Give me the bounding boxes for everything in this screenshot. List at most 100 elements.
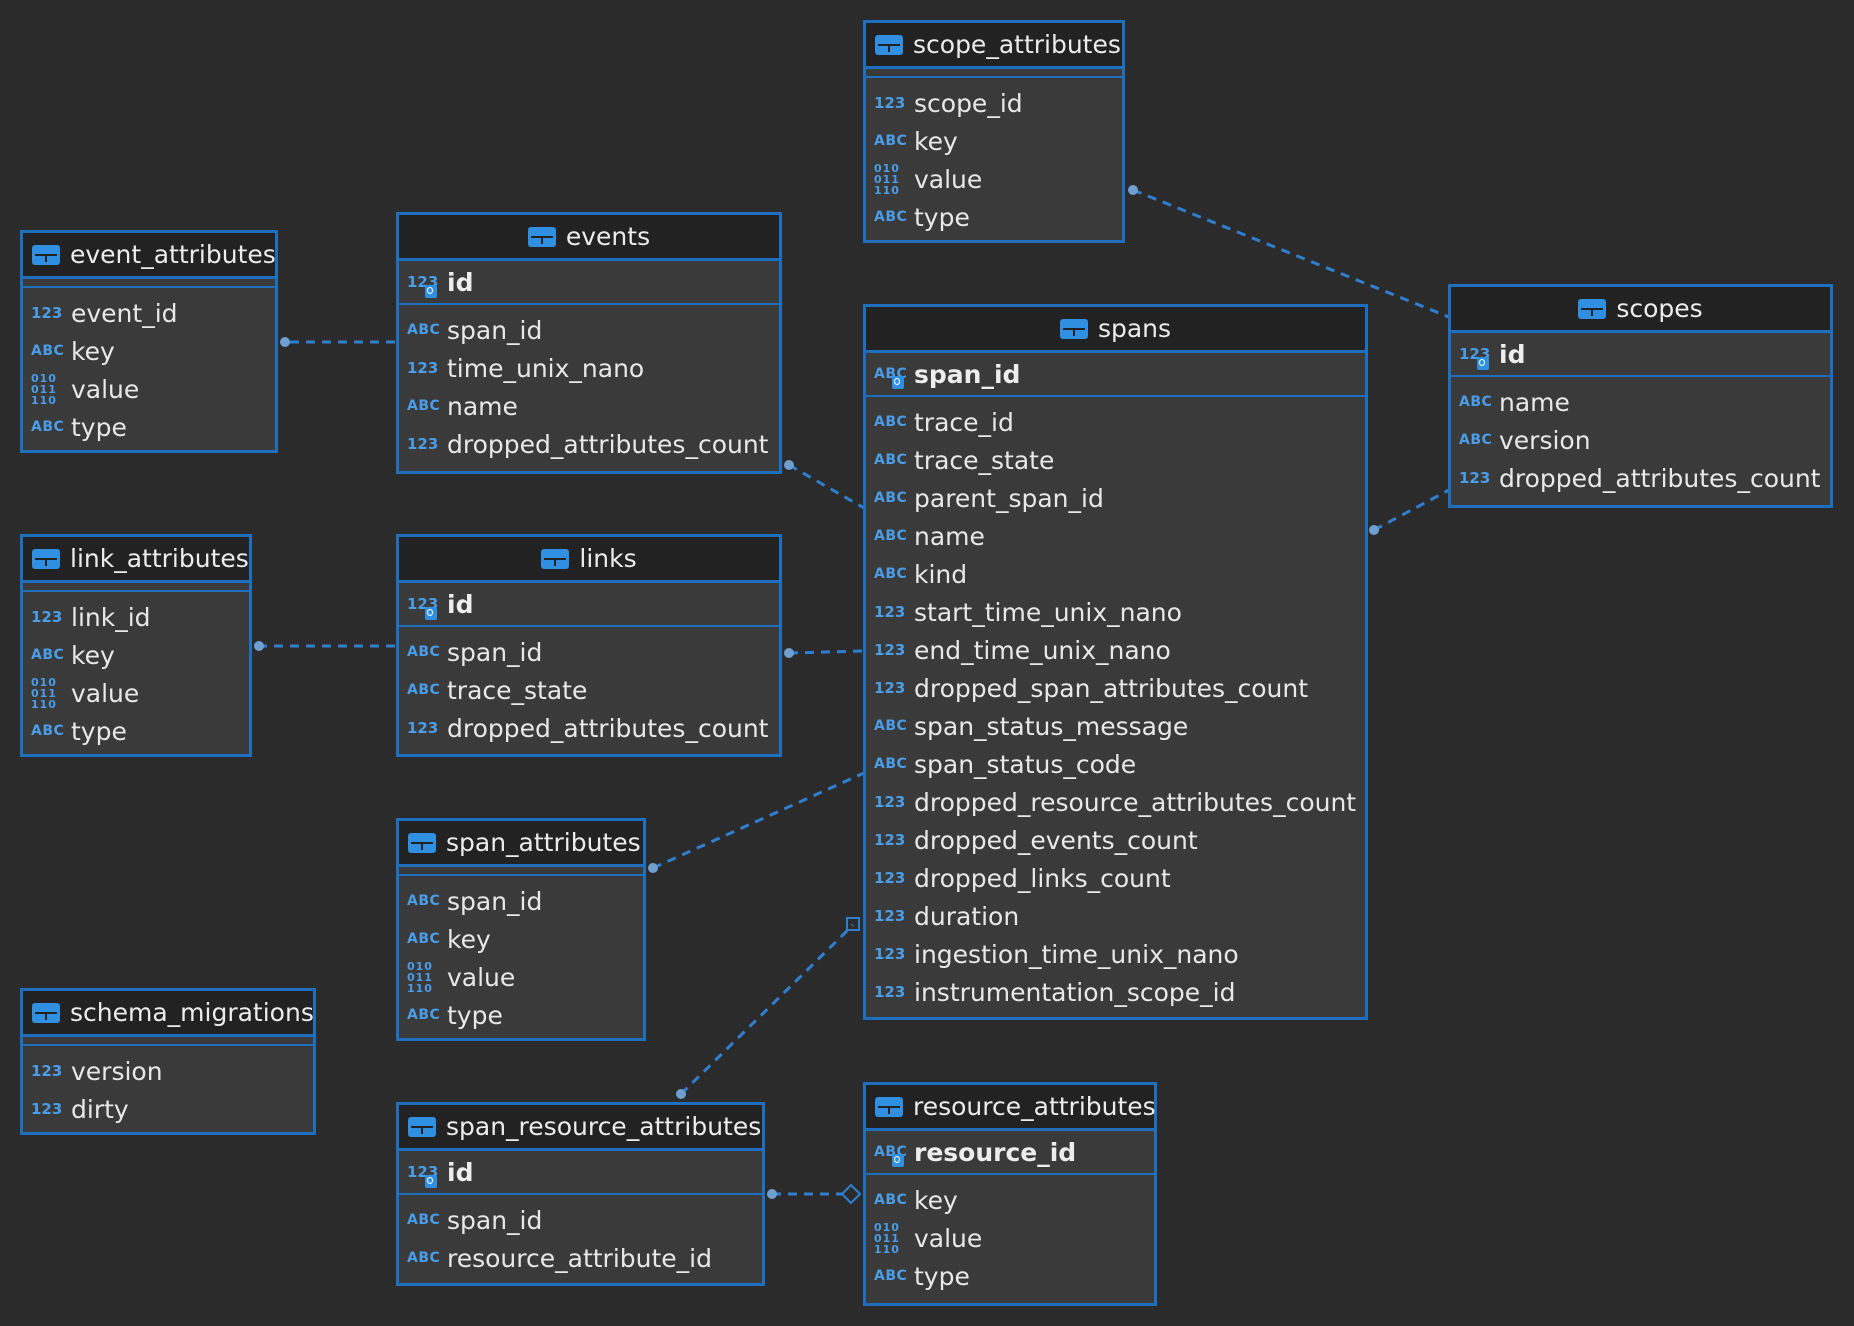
column-name: value	[71, 678, 140, 708]
table-icon	[875, 1096, 903, 1117]
table-header[interactable]: span_attributes	[399, 821, 643, 867]
primary-key-row[interactable]: 123 id	[399, 583, 779, 627]
string-type-icon: ABC	[407, 644, 441, 660]
column-name: key	[447, 924, 491, 954]
table-header[interactable]: span_resource_attributes	[399, 1105, 762, 1151]
table-title: resource_attributes	[913, 1092, 1156, 1121]
table-header[interactable]: schema_migrations	[23, 991, 314, 1037]
rel-span-resource-attributes-spans	[676, 917, 860, 1099]
table-icon	[541, 548, 570, 569]
rel-links-spans	[784, 648, 865, 658]
table-icon	[32, 244, 60, 265]
numeric-type-icon: 123	[1459, 468, 1491, 487]
primary-key-row[interactable]: 123 id	[399, 261, 779, 305]
table-header[interactable]: events	[399, 215, 779, 261]
primary-key-row[interactable]: 123 id	[1451, 333, 1830, 377]
table-header[interactable]: scopes	[1451, 287, 1830, 333]
string-type-icon: ABC	[407, 682, 441, 698]
column-name: resource_id	[914, 1137, 1077, 1167]
primary-key-row[interactable]: 123 id	[399, 1151, 762, 1195]
table-header[interactable]: scope_attributes	[866, 23, 1122, 69]
table-header[interactable]: spans	[866, 307, 1365, 353]
table-title: event_attributes	[70, 240, 276, 269]
rel-scope-attributes-scopes	[1128, 185, 1450, 319]
table-header[interactable]: resource_attributes	[866, 1085, 1156, 1131]
string-type-icon: ABC	[874, 756, 908, 772]
column-name: id	[447, 1157, 474, 1187]
column-name: ingestion_time_unix_nano	[914, 939, 1239, 969]
table-icon	[527, 226, 556, 247]
table-header[interactable]: event_attributes	[23, 233, 276, 279]
primary-key-row[interactable]: ABC span_id	[866, 353, 1365, 397]
column-name: value	[447, 962, 516, 992]
table-header[interactable]: links	[399, 537, 779, 583]
numeric-type-icon: 123	[874, 93, 906, 112]
primary-key-row[interactable]: ABC resource_id	[866, 1131, 1154, 1175]
table-header[interactable]: link_attributes	[23, 537, 249, 583]
primary-key-icon: ABC	[874, 1144, 908, 1167]
column-name: key	[71, 640, 115, 670]
column-name: span_status_message	[914, 711, 1189, 741]
